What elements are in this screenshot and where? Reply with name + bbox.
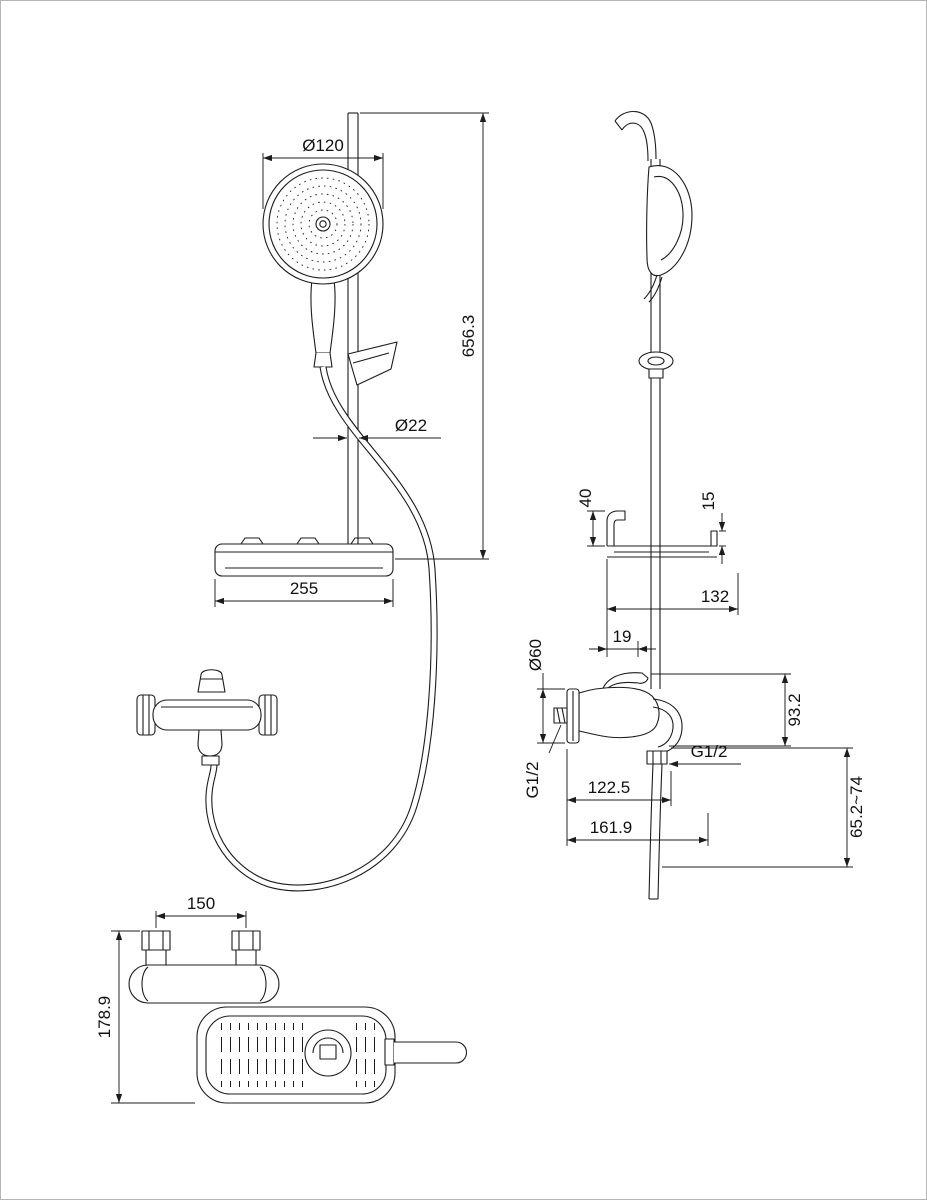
diverter-knob-top (304, 1029, 352, 1077)
bottom-view: 150 178.9 (95, 894, 467, 1104)
mixer-body-top (128, 964, 280, 1004)
dim-label-inlet-thread: G1/2 (523, 762, 542, 799)
mixer-body-front (136, 694, 278, 736)
dim-label-shelf-hook-height: 40 (576, 489, 595, 508)
front-view: Ø120 656.3 Ø22 255 (205, 112, 489, 892)
dim-label-shelf-width: 255 (290, 579, 318, 598)
dim-label-outlet-thread: G1/2 (691, 742, 728, 761)
holder-side (638, 351, 674, 379)
dim-label-overall-height: 656.3 (459, 315, 478, 358)
dim-shelf-hook-height: 40 (576, 489, 605, 547)
dim-overall-height: 656.3 (360, 112, 489, 560)
side-view: 40 15 132 19 Ø60 (523, 110, 866, 900)
soap-shelf-side (606, 510, 718, 558)
dim-bar-offset: 19 (589, 627, 656, 657)
dim-label-spout-reach: 122.5 (588, 778, 631, 797)
lower-hose-side (648, 763, 663, 900)
dim-label-bar-diameter: Ø22 (395, 416, 427, 435)
mixer-outlet-front (197, 729, 223, 766)
dim-label-shelf-depth: 132 (701, 587, 729, 606)
hand-shower-side (643, 165, 693, 303)
mixer-handle-front (197, 669, 226, 693)
shower-hose (205, 366, 438, 892)
dim-spout-reach: 122.5 (566, 749, 672, 846)
dim-label-overall-reach: 161.9 (590, 818, 633, 837)
gooseneck-top (614, 110, 657, 162)
dim-head-diameter: Ø120 (262, 136, 384, 209)
dim-shelf-depth: 132 (606, 559, 739, 657)
mixer-front-view (136, 669, 278, 766)
dim-label-mixer-height: 93.2 (785, 693, 804, 726)
dim-label-escutcheon-diameter: Ø60 (526, 639, 545, 671)
dim-label-overall-depth: 178.9 (95, 996, 114, 1039)
dim-outlet-thread: G1/2 (669, 742, 741, 768)
hand-shower (262, 163, 384, 368)
dim-label-hose-drop-range: 65.2~74 (847, 776, 866, 838)
dim-label-inlet-spacing: 150 (187, 894, 215, 913)
dim-hose-drop-range: 65.2~74 (662, 747, 866, 868)
dim-shelf-width: 255 (214, 579, 394, 607)
dim-bar-diameter: Ø22 (313, 416, 441, 442)
dim-overall-reach: 161.9 (567, 813, 709, 846)
dim-inlet-spacing: 150 (155, 894, 247, 928)
dim-shelf-lip-height: 15 (699, 492, 726, 564)
dim-mixer-height: 93.2 (651, 673, 804, 747)
spout-top (384, 1038, 467, 1066)
dim-inlet-thread: G1/2 (523, 724, 562, 799)
dim-label-bar-offset: 19 (613, 627, 632, 646)
slide-bar-holder (347, 341, 398, 386)
inlet-fittings-top (141, 930, 261, 966)
dim-label-head-diameter: Ø120 (302, 136, 344, 155)
soap-shelf-front (214, 537, 394, 577)
mixer-side (553, 672, 683, 765)
dim-label-shelf-lip-height: 15 (699, 492, 718, 511)
soap-dish-top (196, 1006, 396, 1104)
dim-overall-depth: 178.9 (95, 930, 195, 1104)
dim-escutcheon-diameter: Ø60 (526, 639, 565, 744)
